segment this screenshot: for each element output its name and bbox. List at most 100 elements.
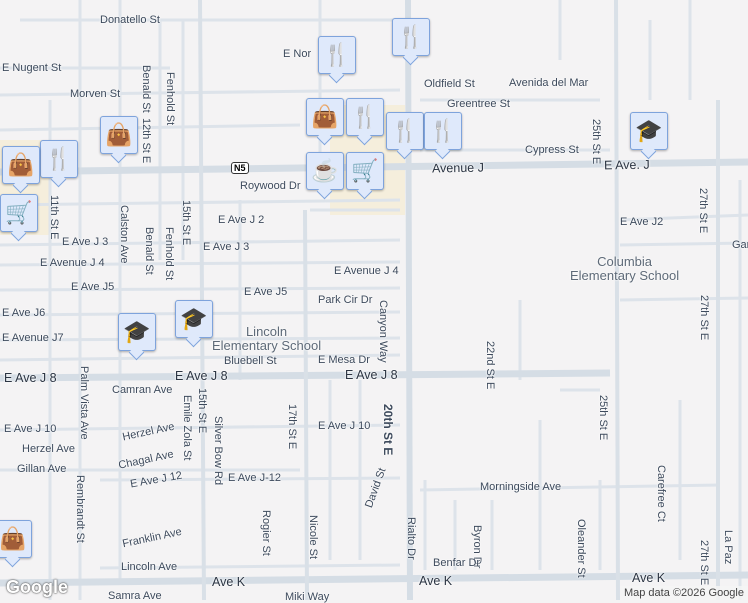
street-label: Benald St (143, 227, 155, 275)
school-marker[interactable]: 🎓 (630, 112, 668, 150)
street-label: Roywood Dr (240, 180, 301, 192)
road-20th-st-e (405, 0, 413, 600)
shopping-marker[interactable]: 👜 (100, 116, 138, 154)
street-label: Oldfield St (424, 78, 475, 90)
street-label: 12th St E (140, 118, 152, 164)
street-label: 11th St E (48, 195, 60, 240)
street-label: Ave K (212, 575, 246, 589)
grocery-marker[interactable]: 🛒 (0, 194, 38, 232)
restaurant-marker[interactable]: 🍴 (386, 112, 424, 150)
shopping-marker[interactable]: 👜 (2, 146, 40, 184)
street-label: E Ave J 10 (4, 423, 57, 435)
minor-road (0, 423, 401, 432)
street-label: Nicole St (307, 515, 319, 560)
map-attribution[interactable]: Map data ©2026 Google (619, 586, 748, 600)
street-label: E Mesa Dr (318, 354, 370, 366)
shopping-bag-icon: 👜 (311, 104, 339, 129)
street-label: Ave K (632, 571, 666, 585)
shopping-marker[interactable]: 👜 (0, 520, 32, 558)
street-label: Benfar Dr (433, 557, 481, 569)
street-label: Greentree St (447, 98, 510, 110)
street-label: E Ave J 3 (62, 236, 109, 248)
street-label: 15th St E (196, 388, 208, 434)
street-label: E Avenue J7 (2, 332, 64, 344)
school-label[interactable]: Columbia Elementary School (570, 254, 680, 283)
fork-knife-icon: 🍴 (45, 146, 73, 171)
graduation-cap-icon: 🎓 (180, 306, 208, 331)
street-label: Canyon Way (377, 300, 389, 363)
street-label: Cypress St (525, 144, 579, 156)
graduation-cap-icon: 🎓 (123, 319, 151, 344)
graduation-cap-icon: 🎓 (635, 118, 663, 143)
fork-knife-icon: 🍴 (351, 104, 379, 129)
cafe-marker[interactable]: ☕ (306, 152, 344, 190)
restaurant-marker[interactable]: 🍴 (318, 36, 356, 74)
street-label: E Ave. J (603, 157, 650, 173)
street-label: Camran Ave (112, 384, 173, 396)
street-label: 27th St E (698, 295, 710, 341)
street-label: E Ave J 8 (345, 368, 398, 382)
shopping-bag-icon: 👜 (105, 122, 133, 147)
street-label: Rembrandt St (74, 475, 86, 543)
coffee-cup-icon: ☕ (311, 158, 339, 183)
street-label: Fenhold St (163, 227, 175, 281)
street-label: Rogier St (260, 510, 272, 556)
street-label: Morningside Ave (480, 481, 562, 493)
fork-knife-icon: 🍴 (323, 42, 351, 67)
street-label: Fenhold St (164, 72, 176, 126)
street-label: Rialto Dr (405, 517, 417, 560)
street-label: Bluebell St (224, 355, 277, 367)
street-label: Emile Zola St (181, 395, 193, 461)
street-label: 17th St E (286, 404, 298, 450)
street-label: 25th St E (590, 119, 602, 165)
street-label: Palm Vista Ave (78, 366, 90, 440)
street-label: Oleander St (575, 519, 587, 578)
minor-road (619, 213, 748, 222)
street-label: Park Cir Dr (318, 294, 373, 306)
school-marker[interactable]: 🎓 (118, 313, 156, 351)
street-label: 22nd St E (484, 341, 496, 390)
street-label: Gillan Ave (17, 463, 67, 475)
shopping-bag-icon: 👜 (0, 526, 27, 551)
street-label: E Ave J2 (620, 216, 664, 228)
street-label: E Nor (283, 48, 312, 60)
street-label: Lincoln Ave (121, 561, 178, 573)
restaurant-marker[interactable]: 🍴 (424, 112, 462, 150)
shopping-cart-icon: 🛒 (5, 200, 33, 225)
street-label: Miki Way (285, 591, 330, 603)
shopping-cart-icon: 🛒 (351, 158, 379, 183)
street-label: E Ave J 10 (318, 420, 371, 432)
shopping-bag-icon: 👜 (7, 152, 35, 177)
street-label: E Avenue J 4 (40, 257, 105, 269)
street-label: E Ave J 8 (4, 371, 57, 385)
street-label: E Ave J-12 (228, 472, 281, 484)
street-label: 27th St E (697, 188, 709, 234)
street-label: Carefree Ct (655, 465, 667, 522)
street-label: Silver Bow Rd (212, 416, 224, 486)
shopping-marker[interactable]: 👜 (306, 98, 344, 136)
fork-knife-icon: 🍴 (429, 118, 457, 143)
minor-road (619, 241, 748, 247)
street-label: E Ave J 8 (175, 369, 228, 383)
road-ave-k (0, 571, 748, 587)
restaurant-marker[interactable]: 🍴 (392, 18, 430, 56)
fork-knife-icon: 🍴 (391, 118, 419, 143)
highway-shield-n5: N5 (231, 162, 249, 174)
school-marker[interactable]: 🎓 (175, 300, 213, 338)
street-label: 25th St E (597, 395, 609, 441)
street-label: Benald St (140, 65, 152, 113)
street-label: 15th St E (180, 200, 192, 246)
street-label: Ave K (419, 574, 453, 588)
grocery-marker[interactable]: 🛒 (346, 152, 384, 190)
street-label: Gar (732, 239, 748, 251)
restaurant-marker[interactable]: 🍴 (40, 140, 78, 178)
restaurant-marker[interactable]: 🍴 (346, 98, 384, 136)
street-label: E Ave J5 (71, 281, 115, 293)
street-label: La Paz (722, 530, 734, 565)
fork-knife-icon: 🍴 (397, 24, 425, 49)
school-label[interactable]: Lincoln Elementary School (212, 324, 322, 353)
minor-road (419, 483, 721, 492)
street-label: Donatello St (100, 14, 160, 26)
street-label: E Avenue J 4 (334, 265, 399, 277)
google-logo: Google (6, 577, 68, 597)
